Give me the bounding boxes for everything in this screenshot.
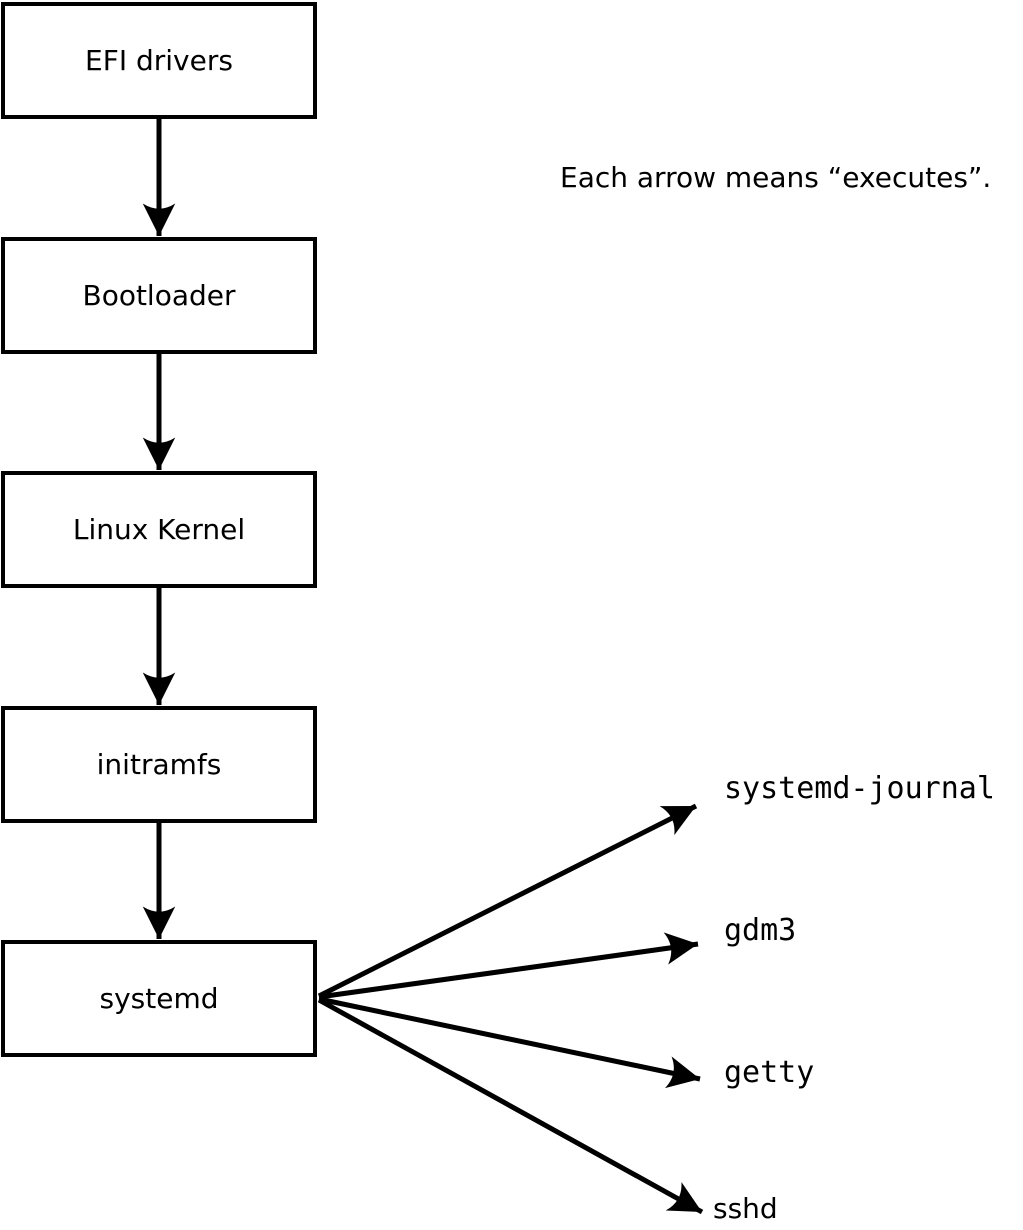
box-systemd: systemd <box>1 940 317 1057</box>
box-initramfs-label: initramfs <box>96 747 222 781</box>
annotation-arrow-meaning: Each arrow means “executes”. <box>560 161 992 194</box>
box-efi-drivers: EFI drivers <box>1 2 317 119</box>
label-gdm3: gdm3 <box>724 913 797 948</box>
arrow-systemd-to-journal <box>317 803 698 999</box>
box-bootloader-label: Bootloader <box>82 278 236 312</box>
box-systemd-label: systemd <box>99 981 219 1015</box>
label-sshd: sshd <box>713 1192 778 1225</box>
arrow-systemd-to-getty <box>318 996 701 1089</box>
box-initramfs: initramfs <box>1 706 317 823</box>
label-systemd-journal: systemd-journal <box>724 771 995 806</box>
label-getty: getty <box>724 1055 815 1090</box>
arrow-systemd-to-sshd <box>317 997 704 1215</box>
arrow-systemd-to-gdm3 <box>318 932 699 1000</box>
box-bootloader: Bootloader <box>1 237 317 354</box>
box-efi-drivers-label: EFI drivers <box>85 43 233 77</box>
box-linux-kernel-label: Linux Kernel <box>72 512 246 546</box>
box-linux-kernel: Linux Kernel <box>1 471 317 588</box>
